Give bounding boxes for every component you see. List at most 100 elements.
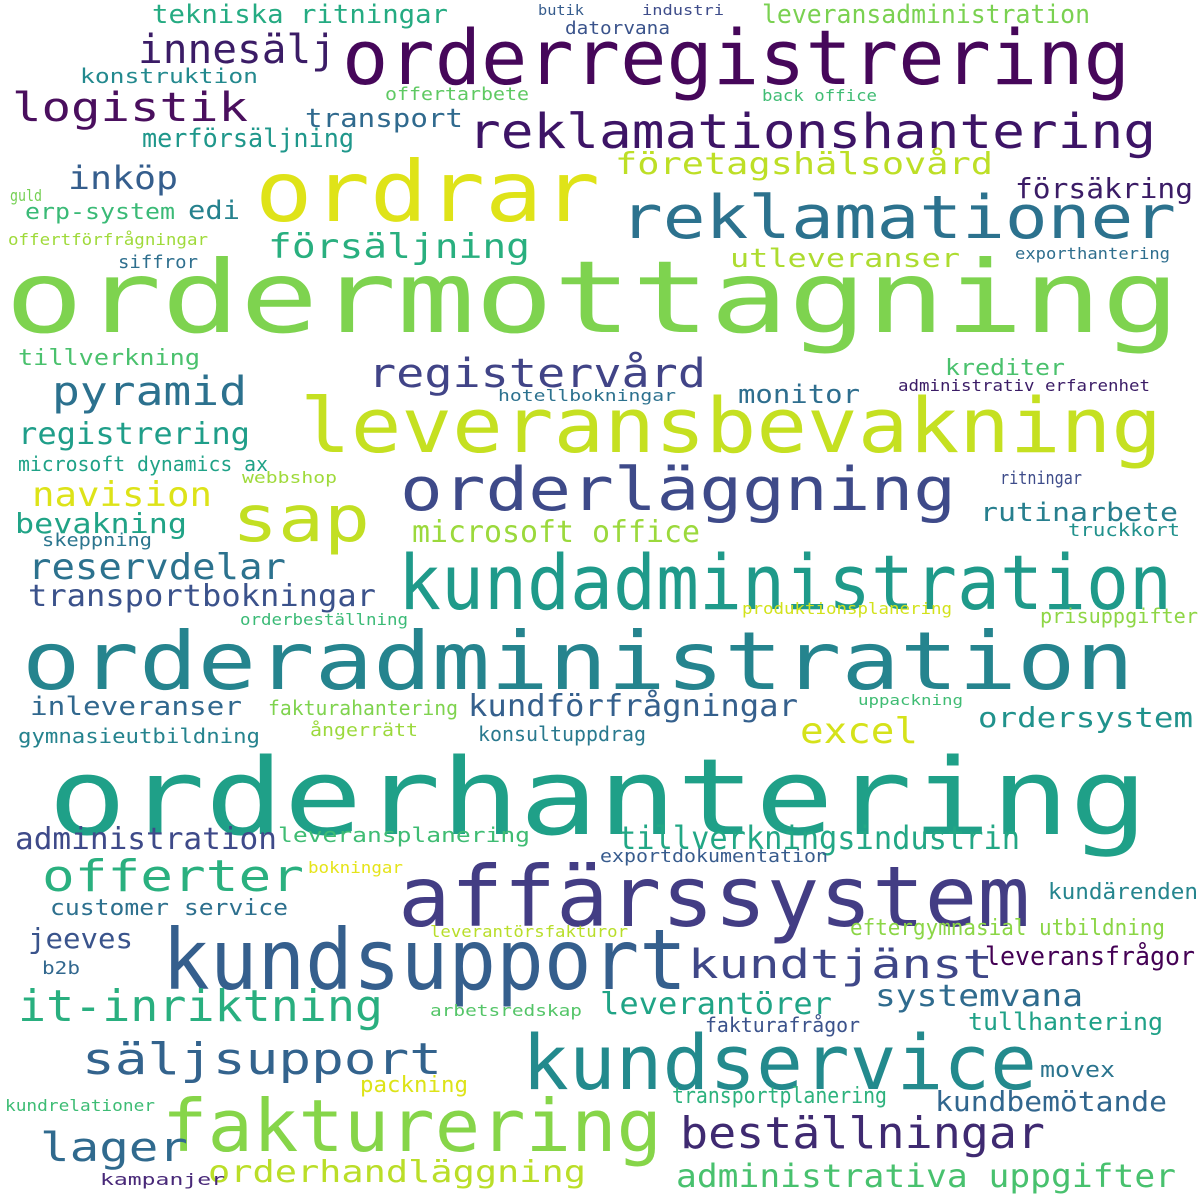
word: pyramid bbox=[52, 369, 247, 415]
word: it-inriktning bbox=[18, 981, 383, 1032]
word: ritningar bbox=[1000, 468, 1082, 489]
word: tillverkning bbox=[18, 346, 200, 371]
word: reklamationer bbox=[620, 183, 1176, 253]
word: leverantörsfakturor bbox=[430, 922, 628, 941]
word: hotellbokningar bbox=[498, 386, 676, 405]
word: fakturafrågor bbox=[705, 1013, 860, 1037]
word: offertarbete bbox=[385, 84, 529, 105]
word: butik bbox=[538, 3, 584, 19]
word: tekniska ritningar bbox=[152, 0, 448, 30]
word: lager bbox=[40, 1125, 188, 1171]
word: offertförfrågningar bbox=[8, 230, 208, 249]
word: leveransplanering bbox=[278, 823, 530, 847]
word: beställningar bbox=[680, 1108, 1045, 1159]
word: transportplanering bbox=[672, 1084, 887, 1109]
word: transportbokningar bbox=[28, 579, 376, 614]
word: tillverkningsindustrin bbox=[618, 819, 1020, 857]
word: orderhantering bbox=[48, 736, 1148, 859]
word: kampanjer bbox=[100, 1170, 225, 1189]
word: kundservice bbox=[522, 1018, 1037, 1107]
word: back office bbox=[762, 86, 877, 105]
word: leveransbevakning bbox=[300, 381, 1162, 470]
word: siffror bbox=[118, 252, 198, 273]
word: tullhantering bbox=[968, 1008, 1163, 1036]
word: datorvana bbox=[565, 18, 670, 39]
word: försäljning bbox=[268, 227, 530, 267]
word: leveransfrågor bbox=[985, 942, 1195, 972]
word: bokningar bbox=[308, 858, 403, 877]
word: transport bbox=[305, 104, 463, 134]
word: exportdokumentation bbox=[600, 846, 828, 867]
word: leverantörer bbox=[600, 987, 832, 1022]
word: registrering bbox=[18, 417, 250, 452]
word: skeppning bbox=[42, 530, 152, 551]
word: rutinarbete bbox=[980, 498, 1178, 528]
word: guld bbox=[10, 186, 42, 205]
word: sap bbox=[232, 483, 370, 557]
word: webbshop bbox=[242, 468, 337, 487]
word: prisuppgifter bbox=[1040, 604, 1198, 628]
word: logistik bbox=[12, 85, 248, 131]
word: administration bbox=[15, 822, 277, 857]
word: reklamationshantering bbox=[468, 104, 1156, 160]
word: microsoft dynamics ax bbox=[18, 452, 268, 476]
word: fakturering bbox=[162, 1084, 662, 1168]
word: microsoft office bbox=[412, 515, 700, 550]
word: jeeves bbox=[28, 922, 133, 955]
word: registervård bbox=[368, 351, 706, 397]
word: offerter bbox=[42, 851, 304, 902]
word: kundtjänst bbox=[688, 942, 993, 988]
word: konstruktion bbox=[80, 64, 258, 88]
word: merförsäljning bbox=[142, 124, 354, 154]
word: truckkort bbox=[1068, 520, 1180, 541]
word: ordermottagning bbox=[5, 239, 1180, 356]
word: uppackning bbox=[858, 693, 963, 709]
word: administrativa uppgifter bbox=[676, 1157, 1176, 1195]
word: orderregistrering bbox=[342, 13, 1130, 102]
word: kundadministration bbox=[398, 538, 1172, 627]
word: säljsupport bbox=[82, 1034, 442, 1085]
word: orderbeställning bbox=[240, 610, 408, 629]
word: orderhandläggning bbox=[208, 1155, 586, 1190]
word: edi bbox=[188, 196, 240, 226]
word: affärssystem bbox=[398, 848, 1030, 946]
word: ordersystem bbox=[978, 701, 1193, 734]
word: kundärenden bbox=[1048, 880, 1198, 905]
word: konsultuppdrag bbox=[478, 722, 646, 746]
word: kundförfrågningar bbox=[468, 689, 798, 724]
word: exporthantering bbox=[1015, 244, 1170, 263]
word: systemvana bbox=[875, 979, 1083, 1014]
word: movex bbox=[1040, 1058, 1115, 1083]
word: reservdelar bbox=[28, 547, 286, 588]
word: packning bbox=[360, 1073, 468, 1098]
word: utleveranser bbox=[730, 244, 960, 274]
word: innesälj bbox=[138, 27, 336, 73]
word: kundsupport bbox=[162, 911, 687, 1009]
word: ordrar bbox=[255, 143, 600, 241]
word: fakturahantering bbox=[268, 696, 458, 720]
word: excel bbox=[800, 711, 918, 752]
word: monitor bbox=[738, 380, 860, 410]
word: bevakning bbox=[15, 507, 187, 540]
word: orderläggning bbox=[400, 455, 956, 525]
word: erp-system bbox=[25, 200, 175, 225]
word: kundrelationer bbox=[5, 1096, 155, 1115]
word: gymnasieutbildning bbox=[18, 724, 260, 748]
word: orderadministration bbox=[22, 615, 1134, 708]
word: kundbemötande bbox=[935, 1085, 1167, 1118]
word: inköp bbox=[68, 159, 178, 197]
word: krediter bbox=[945, 356, 1065, 381]
word: customer service bbox=[50, 896, 288, 921]
word: administrativ erfarenhet bbox=[898, 376, 1150, 395]
word: inleveranser bbox=[30, 692, 243, 722]
word: eftergymnasial utbildning bbox=[850, 916, 1165, 941]
word: leveransadministration bbox=[762, 0, 1090, 30]
word: b2b bbox=[42, 958, 80, 979]
word: arbetsredskap bbox=[430, 1001, 582, 1020]
word: navision bbox=[32, 475, 212, 515]
word: företagshälsovård bbox=[615, 147, 993, 182]
word: industri bbox=[642, 3, 724, 19]
word: produktionsplanering bbox=[742, 599, 952, 618]
word: försäkring bbox=[1015, 172, 1193, 205]
word: ångerrätt bbox=[310, 720, 418, 741]
